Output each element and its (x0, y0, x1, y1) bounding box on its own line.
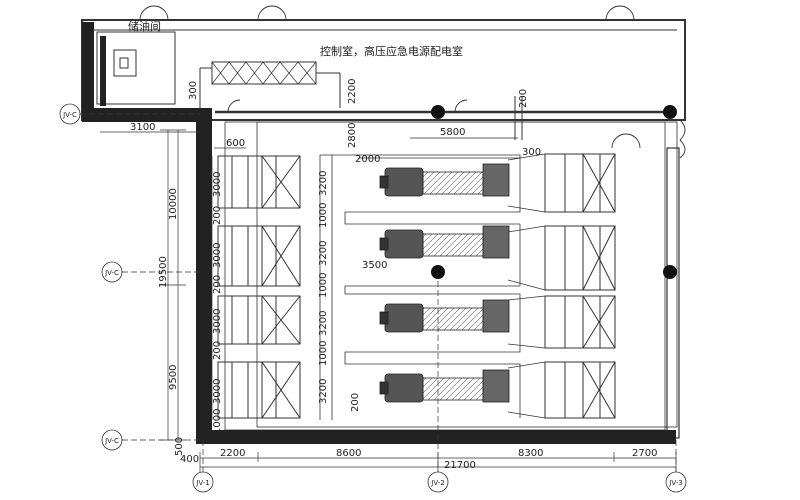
dim-label: 200 (212, 275, 223, 294)
axis-markers (59, 103, 687, 493)
dim-label: 3500 (362, 260, 387, 271)
dim-label: 9500 (168, 365, 179, 390)
generator-sets (379, 163, 510, 403)
dim-label: 3200 (318, 311, 329, 336)
oil-storage-room (96, 31, 176, 105)
dim-label: 600 (226, 138, 245, 149)
radiator-units-left (217, 155, 301, 419)
radiator-units-right (507, 153, 616, 419)
dim-label: 1000 (212, 409, 223, 434)
dim-label: 19500 (158, 256, 169, 288)
dim-label: 2700 (632, 448, 657, 459)
axis-label: JV-2 (430, 479, 444, 487)
exhaust-silencer (199, 61, 523, 140)
axis-label: JV-C (104, 269, 119, 277)
dim-label: 2200 (347, 79, 358, 104)
doors (139, 5, 686, 159)
dim-label: 500 (174, 437, 185, 456)
radiator-left (217, 361, 301, 419)
dim-label: 8600 (336, 448, 361, 459)
dim-label: 10000 (168, 188, 179, 220)
generator-set (379, 163, 510, 197)
radiator-right (544, 295, 616, 349)
axis-label: JV-C (104, 437, 119, 445)
generator-set (379, 299, 510, 333)
axis-labels: JV-C JV-C JV-C JV-1 JV-2 JV-3 (62, 111, 683, 487)
dim-label: 300 (522, 147, 541, 158)
dim-label: 3100 (130, 122, 155, 133)
dim-label: 200 (518, 89, 529, 108)
control-room-wall (81, 19, 686, 121)
control-room-label: 控制室，高压应急电源配电室 (320, 44, 463, 58)
radiator-right (544, 361, 616, 419)
dim-label: 200 (212, 206, 223, 225)
dim-label: 200 (212, 341, 223, 360)
axis-label: JV-1 (195, 479, 209, 487)
dim-label: 2000 (355, 154, 380, 165)
dim-label: 3000 (212, 243, 223, 268)
dim-label: 3200 (318, 171, 329, 196)
cable-trenches (319, 154, 521, 420)
radiator-left (217, 225, 301, 287)
dim-label: 3200 (318, 379, 329, 404)
dim-label: 1000 (318, 273, 329, 298)
oil-storage-label: 储油间 (128, 19, 161, 33)
radiator-left (217, 295, 301, 345)
dim-label: 300 (188, 81, 199, 100)
axis-lines (80, 113, 677, 472)
dim-label: 2800 (347, 123, 358, 148)
generator-set (379, 369, 510, 403)
axis-label: JV-C (62, 111, 77, 119)
dim-label: 5800 (440, 127, 465, 138)
generator-set (379, 225, 510, 259)
dim-label: 3000 (212, 309, 223, 334)
dim-label: 1000 (318, 203, 329, 228)
radiator-right (544, 225, 616, 291)
axis-label: JV-3 (668, 479, 682, 487)
dim-label: 21700 (444, 460, 476, 471)
radiator-right (544, 153, 616, 213)
dim-label: 8300 (518, 448, 543, 459)
dim-label: 400 (180, 454, 199, 465)
thick-walls (82, 22, 676, 444)
oil-tank-icon (113, 49, 137, 77)
dim-label: 1000 (318, 341, 329, 366)
radiator-left (217, 155, 301, 209)
dim-label: 2200 (220, 448, 245, 459)
dim-label: 3000 (212, 172, 223, 197)
dim-label: 200 (350, 393, 361, 412)
dim-label: 3000 (212, 379, 223, 404)
dimension-texts: 300 2200 200 3100 2800 5800 2000 300 600… (130, 79, 657, 471)
dim-label: 3200 (318, 241, 329, 266)
